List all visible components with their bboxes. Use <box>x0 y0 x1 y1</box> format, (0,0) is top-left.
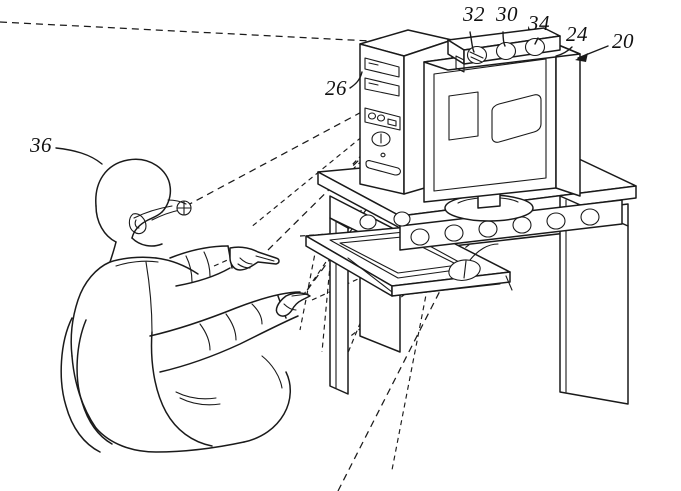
reference-leaders <box>55 31 609 165</box>
monitor-bezel-side <box>555 43 581 197</box>
desk-lens-6 <box>580 208 600 226</box>
user-lower-arm-top <box>149 291 301 337</box>
pointing-hand-upper-knuckle-2 <box>237 263 251 269</box>
user-head-back <box>95 205 117 243</box>
user-upper-arm-bottom <box>175 267 231 287</box>
reference-numeral-30: 30 <box>496 2 518 26</box>
desk-lens-2 <box>444 224 464 242</box>
tower-led <box>380 152 386 158</box>
reference-numeral-20: 20 <box>612 29 634 53</box>
pointing-hand-lower-knuckle <box>283 303 297 311</box>
desk-lens-upper-2 <box>393 211 411 227</box>
leader-34 <box>534 37 539 45</box>
user-ear-inner <box>134 219 140 229</box>
tray-bottom-line <box>391 283 501 297</box>
tower-front-vent <box>365 160 401 176</box>
user-ear <box>128 213 147 235</box>
user-sleeve-fold-1 <box>185 255 193 283</box>
reference-numeral-34: 34 <box>528 11 550 35</box>
user-torso-left <box>71 355 97 429</box>
user-lap-fold-1 <box>179 397 221 406</box>
user-upper-arm-top <box>169 245 229 259</box>
desk-left-ray-1 <box>299 237 319 331</box>
reference-numeral-32: 32 <box>463 2 485 26</box>
display-monitor <box>423 43 581 222</box>
user-lower-sleeve-fold-2 <box>225 313 237 341</box>
tower-drive-bay-2 <box>364 77 400 97</box>
second-camera-lens <box>495 41 517 61</box>
leader-26 <box>349 71 363 89</box>
pointing-hand-lower-finger <box>291 293 309 297</box>
pointing-hand-upper-finger <box>255 255 275 262</box>
user-collar-inner <box>115 260 159 267</box>
eyewear-temple <box>133 205 173 219</box>
user-sleeve-fold-2 <box>203 251 211 277</box>
user-lap-fold-2 <box>175 391 217 400</box>
monitor-screen <box>433 58 547 192</box>
user-lower-sleeve-fold-3 <box>251 303 263 325</box>
tower-port-2 <box>376 114 386 122</box>
mouse-cable <box>469 243 499 261</box>
leader-36 <box>55 147 103 165</box>
tower-drive-bay-1 <box>364 57 400 78</box>
tower-drive-bay-2-slot <box>368 82 379 86</box>
reference-numeral-24: 24 <box>566 22 588 46</box>
leader-20-arrowhead <box>575 53 588 62</box>
tray-support-left <box>347 257 393 293</box>
user-collar <box>109 256 157 263</box>
desk-lens-4 <box>512 216 532 234</box>
leader-30 <box>502 31 506 47</box>
eyewear-frame <box>151 209 181 221</box>
user-chest-fold <box>145 261 153 333</box>
tray-support-right <box>505 275 513 291</box>
user-hip-right <box>243 371 291 443</box>
pointing-hand-upper <box>229 246 280 271</box>
pointing-hand-upper-knuckle-1 <box>239 257 253 265</box>
desk-lens-3 <box>478 220 498 238</box>
user-torso-lower <box>95 427 245 453</box>
reference-numeral-36: 36 <box>30 133 52 157</box>
user-jaw <box>131 237 163 247</box>
user-lower-sleeve-fold-1 <box>199 323 211 351</box>
third-camera-lens <box>524 37 546 57</box>
sensor-bar-desk <box>359 199 623 251</box>
desk-lens-upper-1 <box>359 214 377 230</box>
user-side-seam <box>261 355 283 389</box>
chair-back <box>60 317 101 453</box>
sensor-bar-emitter <box>455 55 465 73</box>
screen-window-right <box>491 94 542 143</box>
leader-24 <box>555 46 573 57</box>
eyewear-bridge <box>167 199 187 205</box>
leader-32 <box>469 31 475 53</box>
user-shoulder-right <box>155 257 199 275</box>
user-lower-arm-bottom <box>159 315 299 373</box>
desk-lens-1 <box>410 228 430 246</box>
mouse-button-split <box>463 260 467 279</box>
user-head <box>95 158 172 213</box>
first-camera-lens-hatch-2 <box>470 56 483 63</box>
tower-power-button <box>371 131 391 147</box>
tower-drive-bay-1-slot <box>368 62 379 66</box>
tower-port-1 <box>367 112 377 120</box>
tower-port-3 <box>387 118 397 127</box>
first-camera-lens-hatch-1 <box>469 51 484 59</box>
reference-numeral-26: 26 <box>325 76 347 100</box>
user-figure <box>60 158 311 453</box>
screen-window-left <box>448 91 479 141</box>
user-lap-line <box>150 331 213 447</box>
user-neck <box>109 241 117 263</box>
user-face-profile <box>131 211 163 239</box>
user-shoulder-left <box>70 261 111 357</box>
desk-lens-5 <box>546 212 566 230</box>
pointing-hand-lower <box>275 292 311 317</box>
